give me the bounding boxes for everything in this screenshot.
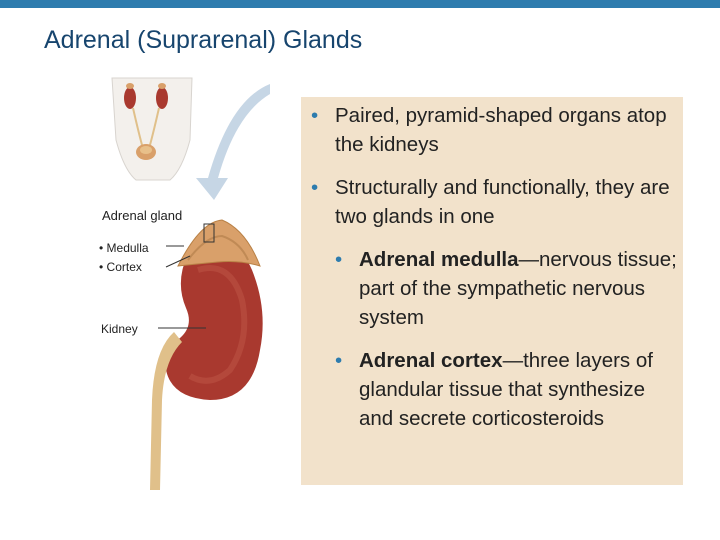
bullet-marker: • <box>335 248 343 271</box>
bullet-text: —nervous tissue; part of the sympathetic… <box>359 248 677 329</box>
torso-silhouette <box>111 77 193 181</box>
small-right-kidney <box>156 87 168 109</box>
bullet-text: Paired, pyramid-shaped organs atop the k… <box>335 104 667 156</box>
bullet-paired-organs: • Paired, pyramid-shaped organs atop the… <box>311 101 671 159</box>
bullet-term: Adrenal cortex <box>359 349 503 372</box>
bullet-text: Structurally and functionally, they are … <box>335 176 670 228</box>
large-kidney <box>165 238 263 400</box>
bullet-two-glands: • Structurally and functionally, they ar… <box>311 173 681 231</box>
large-adrenal-gland <box>177 219 261 267</box>
label-medulla: • Medulla <box>99 241 149 255</box>
label-cortex: • Cortex <box>99 260 142 274</box>
adrenal-kidney-illustration <box>111 77 270 490</box>
small-left-kidney <box>124 87 136 109</box>
ureter <box>150 332 182 490</box>
label-adrenal-gland: Adrenal gland <box>102 208 183 223</box>
section-marker <box>203 223 215 243</box>
bullet-marker: • <box>335 349 343 372</box>
bullet-body: Adrenal cortex—three layers of glandular… <box>335 346 681 433</box>
top-accent-bar <box>0 0 720 8</box>
bullet-marker: • <box>311 176 319 199</box>
bullet-text: —three layers of glandular tissue that s… <box>359 349 653 430</box>
bullet-term: Adrenal medulla <box>359 248 519 271</box>
text-panel: • Paired, pyramid-shaped organs atop the… <box>301 97 683 485</box>
label-kidney: Kidney <box>101 322 138 336</box>
slide-title: Adrenal (Suprarenal) Glands <box>44 26 363 54</box>
bullet-body: Adrenal medulla—nervous tissue; part of … <box>335 245 681 332</box>
zoom-arrow <box>196 84 270 200</box>
bullet-marker: • <box>311 104 319 127</box>
bullet-adrenal-medulla: • Adrenal medulla—nervous tissue; part o… <box>335 245 681 332</box>
bullet-adrenal-cortex: • Adrenal cortex—three layers of glandul… <box>335 346 681 433</box>
